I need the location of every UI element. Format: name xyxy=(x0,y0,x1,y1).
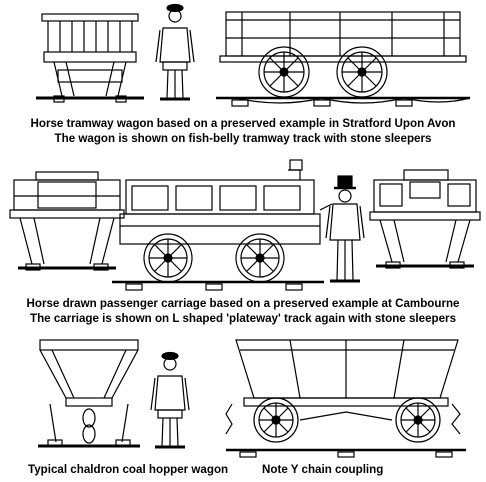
carriage-end-view-left xyxy=(9,171,125,271)
hopper-side-view xyxy=(225,339,466,458)
carriage-side-view xyxy=(112,159,333,291)
hopper-man-figure xyxy=(150,351,190,449)
hopper-end-view xyxy=(38,339,140,448)
tramway-wagon-side-view xyxy=(216,11,471,107)
coupling-note: Note Y chain coupling xyxy=(262,463,384,476)
tramway-caption-line2: The wagon is shown on fish-belly tramway… xyxy=(54,132,432,145)
carriage-man-figure xyxy=(325,175,365,283)
carriage-caption-line2: The carriage is shown on L shaped 'plate… xyxy=(29,312,457,325)
tramway-wagon-end-view xyxy=(36,13,144,103)
hopper-caption: Typical chaldron coal hopper wagon xyxy=(28,463,229,476)
carriage-end-view-right xyxy=(369,169,481,269)
tramway-caption-line1: Horse tramway wagon based on a preserved… xyxy=(30,117,456,130)
carriage-caption-line1: Horse drawn passenger carriage based on … xyxy=(26,297,460,310)
tramway-man-figure xyxy=(155,3,195,101)
